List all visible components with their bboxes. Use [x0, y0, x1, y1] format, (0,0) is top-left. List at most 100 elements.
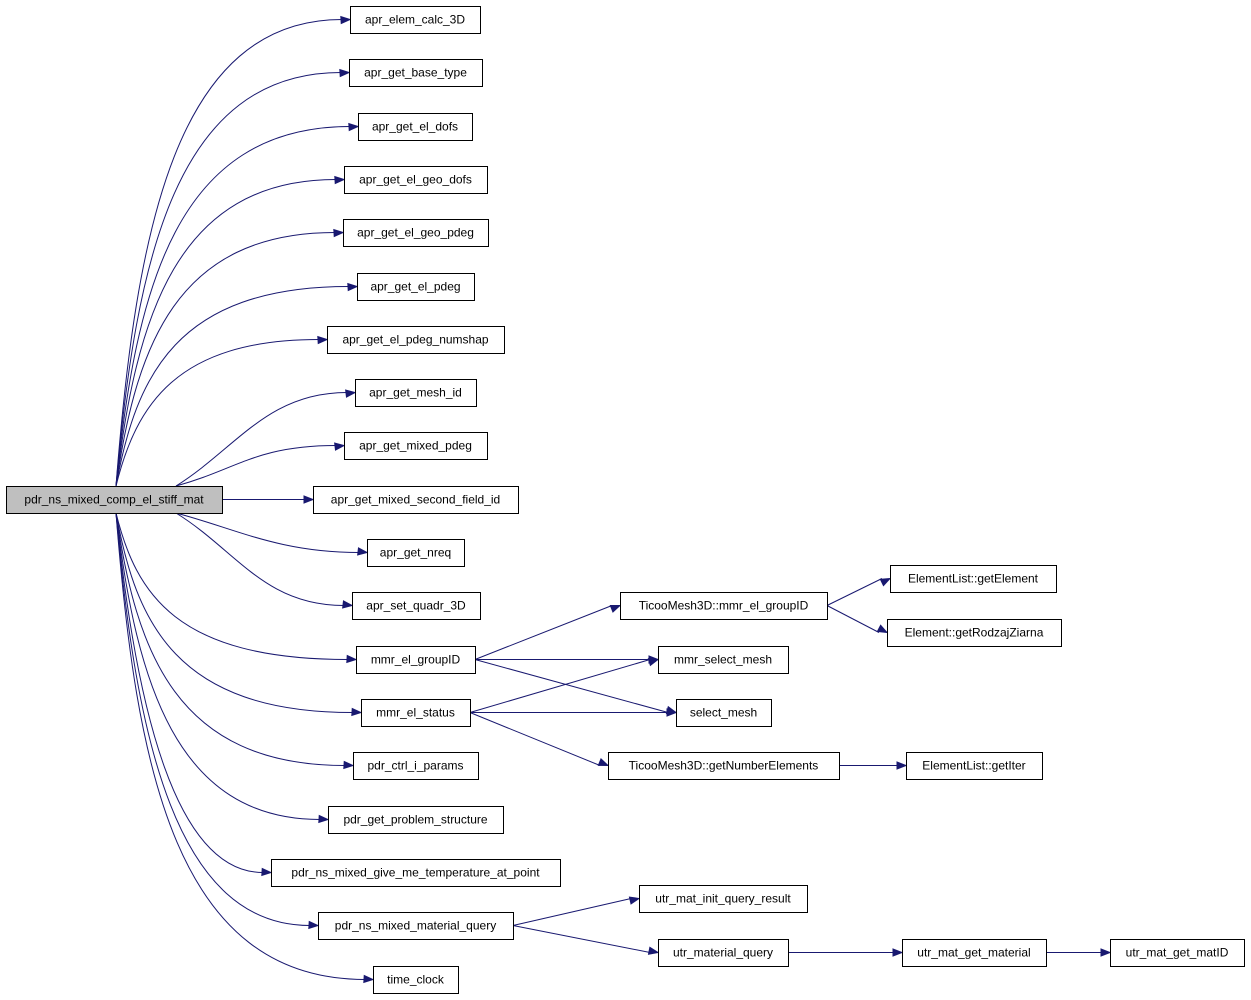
node-box[interactable]	[361, 699, 471, 727]
arrowhead-root-to-n9	[334, 442, 346, 451]
function-node[interactable]: apr_get_mixed_second_field_id	[313, 486, 519, 514]
edge-root-to-n8	[175, 392, 348, 487]
edge-n20-to-n25	[826, 605, 880, 633]
arrowhead-n20-to-n24	[879, 577, 892, 587]
node-label: apr_get_mixed_second_field_id	[331, 493, 500, 507]
arrowhead-n20-to-n25	[876, 624, 889, 634]
node-box[interactable]	[6, 486, 223, 514]
arrowhead-n13-to-n20	[609, 604, 622, 613]
function-node[interactable]: ElementList::getElement	[890, 565, 1057, 593]
nodes-layer: pdr_ns_mixed_comp_el_stiff_mat apr_elem_c…	[6, 6, 1245, 994]
node-box[interactable]	[349, 59, 483, 87]
node-box[interactable]	[887, 619, 1062, 647]
function-node[interactable]: Element::getRodzajZiarna	[887, 619, 1062, 647]
node-box[interactable]	[620, 592, 828, 620]
node-label: apr_get_el_pdeg	[370, 280, 460, 294]
edge-root-to-n2	[115, 72, 342, 487]
node-box[interactable]	[906, 752, 1043, 780]
node-label: ElementList::getIter	[922, 759, 1025, 773]
node-box[interactable]	[658, 646, 789, 674]
function-node[interactable]: time_clock	[373, 966, 459, 994]
function-node[interactable]: select_mesh	[676, 699, 772, 727]
function-node[interactable]: apr_get_el_dofs	[358, 113, 473, 141]
node-box[interactable]	[608, 752, 840, 780]
node-label: apr_elem_calc_3D	[365, 13, 465, 27]
edge-n13-to-n20	[474, 605, 613, 660]
node-box[interactable]	[902, 939, 1047, 967]
function-node[interactable]: TicooMesh3D::getNumberElements	[608, 752, 840, 780]
edge-root-to-n5	[115, 232, 336, 487]
function-node[interactable]: mmr_select_mesh	[658, 646, 789, 674]
node-box[interactable]	[658, 939, 789, 967]
node-box[interactable]	[318, 912, 514, 940]
node-box[interactable]	[343, 219, 489, 247]
node-label: TicooMesh3D::mmr_el_groupID	[639, 599, 809, 613]
function-node[interactable]: utr_mat_get_matID	[1110, 939, 1245, 967]
function-node[interactable]: apr_get_mesh_id	[355, 379, 477, 407]
function-node[interactable]: pdr_ns_mixed_material_query	[318, 912, 514, 940]
node-box[interactable]	[373, 966, 459, 994]
function-node[interactable]: utr_mat_init_query_result	[639, 885, 808, 913]
root-function-node[interactable]: pdr_ns_mixed_comp_el_stiff_mat	[6, 486, 223, 514]
node-label: apr_get_mesh_id	[369, 386, 462, 400]
node-label: select_mesh	[690, 706, 757, 720]
arrowhead-n29-to-n30	[1100, 948, 1112, 957]
node-box[interactable]	[344, 432, 488, 460]
function-node[interactable]: apr_get_el_geo_pdeg	[343, 219, 489, 247]
function-node[interactable]: apr_get_el_pdeg	[357, 273, 475, 301]
edge-n18-to-n27	[512, 898, 632, 926]
arrowhead-root-to-n19	[363, 974, 375, 984]
node-box[interactable]	[328, 806, 504, 834]
node-box[interactable]	[350, 6, 481, 34]
edge-root-to-n6	[115, 286, 350, 487]
function-node[interactable]: mmr_el_groupID	[356, 646, 476, 674]
node-label: TicooMesh3D::getNumberElements	[629, 759, 819, 773]
function-node[interactable]: utr_material_query	[658, 939, 789, 967]
edge-root-to-n3	[115, 126, 351, 487]
function-node[interactable]: utr_mat_get_material	[902, 939, 1047, 967]
function-node[interactable]: apr_set_quadr_3D	[352, 592, 481, 620]
arrowhead-root-to-n18	[308, 920, 320, 930]
function-node[interactable]: pdr_ctrl_i_params	[353, 752, 479, 780]
node-label: apr_get_el_dofs	[372, 120, 458, 134]
node-label: utr_material_query	[673, 946, 773, 960]
node-box[interactable]	[1110, 939, 1245, 967]
node-box[interactable]	[367, 539, 465, 567]
node-box[interactable]	[890, 565, 1057, 593]
node-box[interactable]	[639, 885, 808, 913]
arrowhead-root-to-n14	[351, 707, 363, 717]
function-node[interactable]: apr_get_nreq	[367, 539, 465, 567]
arrowhead-root-to-n3	[348, 122, 360, 132]
function-node[interactable]: mmr_el_status	[361, 699, 471, 727]
function-node[interactable]: ElementList::getIter	[906, 752, 1043, 780]
node-box[interactable]	[313, 486, 519, 514]
node-box[interactable]	[327, 326, 505, 354]
node-box[interactable]	[352, 592, 481, 620]
node-box[interactable]	[358, 113, 473, 141]
node-box[interactable]	[355, 379, 477, 407]
function-node[interactable]: apr_get_base_type	[349, 59, 483, 87]
function-node[interactable]: apr_get_el_pdeg_numshap	[327, 326, 505, 354]
arrowhead-n18-to-n28	[647, 946, 660, 955]
arrowhead-n23-to-n26	[896, 761, 908, 770]
function-node[interactable]: apr_elem_calc_3D	[350, 6, 481, 34]
arrowhead-root-to-n4	[334, 175, 346, 185]
node-label: mmr_el_status	[376, 706, 455, 720]
function-node[interactable]: pdr_ns_mixed_give_me_temperature_at_poin…	[271, 859, 561, 887]
node-label: apr_get_el_pdeg_numshap	[342, 333, 488, 347]
node-box[interactable]	[356, 646, 476, 674]
node-box[interactable]	[353, 752, 479, 780]
node-box[interactable]	[344, 166, 488, 194]
function-node[interactable]: apr_get_el_geo_dofs	[344, 166, 488, 194]
edge-n14-to-n21	[469, 659, 651, 713]
function-node[interactable]: apr_get_mixed_pdeg	[344, 432, 488, 460]
node-box[interactable]	[676, 699, 772, 727]
node-box[interactable]	[271, 859, 561, 887]
arrowhead-n18-to-n27	[628, 896, 641, 905]
node-label: apr_get_el_geo_dofs	[359, 173, 472, 187]
function-node[interactable]: TicooMesh3D::mmr_el_groupID	[620, 592, 828, 620]
function-node[interactable]: pdr_get_problem_structure	[328, 806, 504, 834]
arrowhead-n14-to-n21	[647, 658, 660, 667]
edge-root-to-n1	[115, 19, 343, 487]
node-box[interactable]	[357, 273, 475, 301]
